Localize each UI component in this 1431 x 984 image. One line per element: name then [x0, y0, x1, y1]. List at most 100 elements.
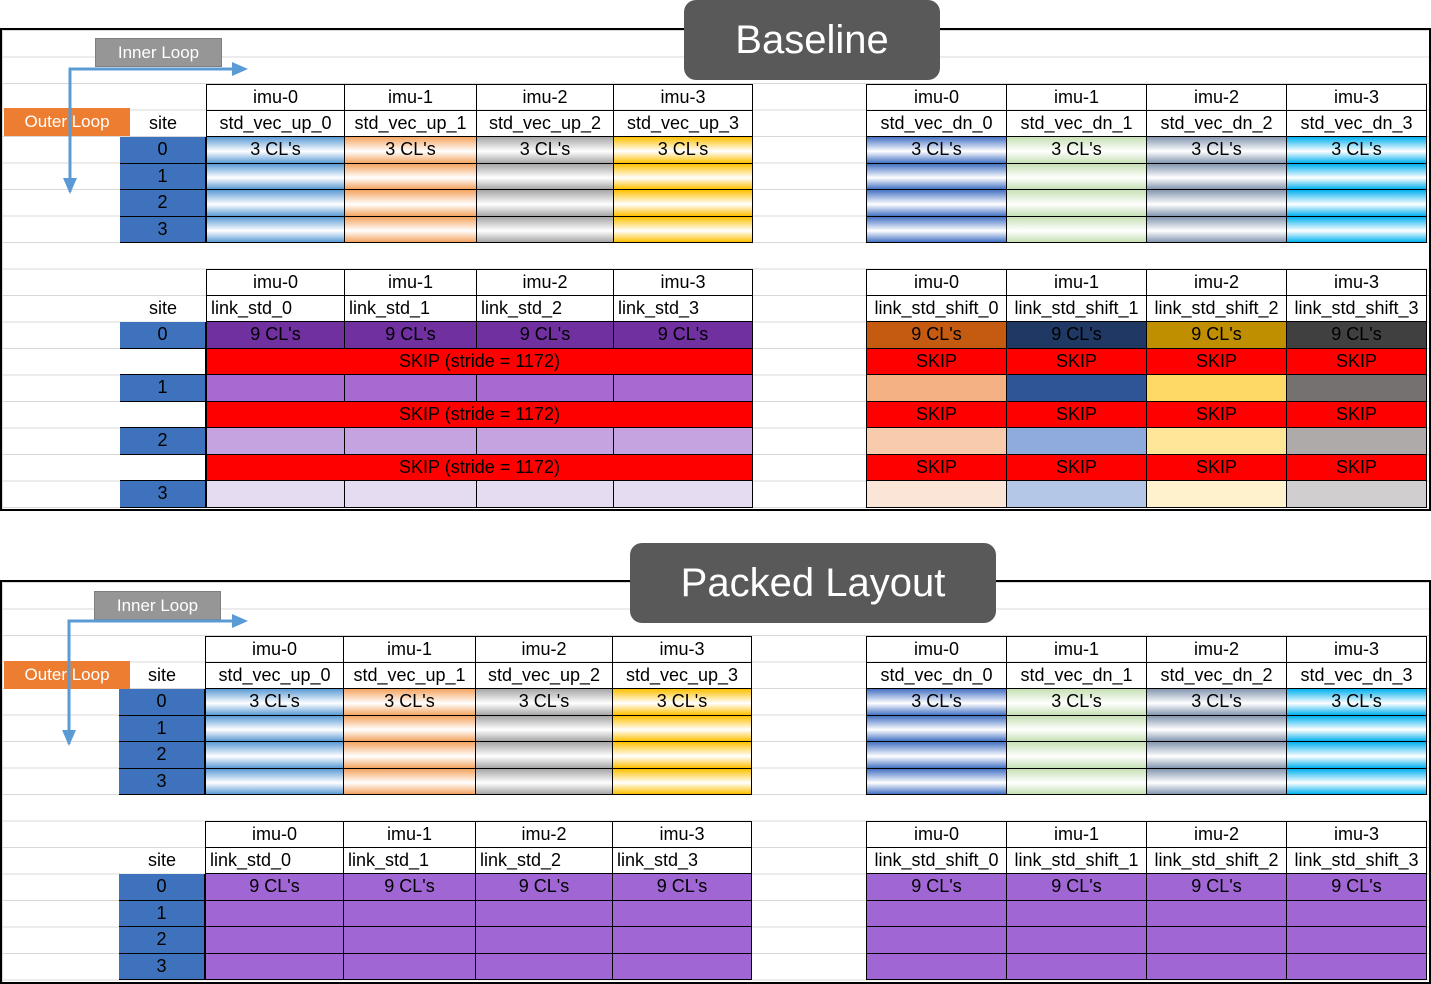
cl-cell: 3 CL's [1007, 689, 1147, 716]
site-number: 0 [120, 322, 206, 349]
vector-name: link_std_shift_1 [1007, 295, 1147, 322]
cl-cell [614, 428, 753, 455]
imu-header: imu-3 [613, 636, 752, 663]
cl-cell: 9 CL's [1007, 874, 1147, 901]
vector-name: link_std_1 [345, 295, 477, 322]
cl-cell [476, 768, 613, 795]
cl-cell: 9 CL's [1287, 874, 1427, 901]
skip-cell: SKIP [1007, 348, 1147, 375]
imu-header: imu-2 [477, 84, 614, 111]
cl-cell: 9 CL's [205, 874, 344, 901]
cl-cell [205, 742, 344, 769]
cl-cell [1147, 481, 1287, 508]
vector-name: link_std_shift_2 [1147, 295, 1287, 322]
cl-cell [866, 715, 1007, 742]
vector-name: std_vec_dn_2 [1147, 662, 1287, 689]
cl-cell [1007, 481, 1147, 508]
cl-cell [866, 953, 1007, 980]
cl-cell [1147, 190, 1287, 217]
vector-name: std_vec_dn_1 [1007, 110, 1147, 137]
cl-cell: 9 CL's [866, 322, 1007, 349]
cl-cell [613, 742, 752, 769]
cl-cell [1147, 927, 1287, 954]
cl-cell: 3 CL's [1147, 689, 1287, 716]
vector-name: std_vec_up_3 [613, 662, 752, 689]
packed-title: Packed Layout [630, 543, 996, 623]
cl-cell: 3 CL's [345, 137, 477, 164]
blank-cell [119, 636, 205, 663]
cl-cell [1007, 428, 1147, 455]
cl-cell [345, 190, 477, 217]
imu-header: imu-1 [1007, 821, 1147, 848]
imu-header: imu-2 [476, 821, 613, 848]
cl-cell [1007, 190, 1147, 217]
imu-header: imu-1 [1007, 269, 1147, 296]
skip-cell: SKIP [1007, 454, 1147, 481]
cl-cell: 9 CL's [613, 874, 752, 901]
cl-cell [866, 216, 1007, 243]
cl-cell [1287, 428, 1427, 455]
imu-header: imu-0 [866, 84, 1007, 111]
skip-cell: SKIP [1287, 401, 1427, 428]
cl-cell [866, 481, 1007, 508]
cl-cell [344, 742, 476, 769]
skip-cell: SKIP [866, 454, 1007, 481]
imu-header: imu-2 [1147, 84, 1287, 111]
imu-header: imu-3 [614, 269, 753, 296]
packed-link-shift-table: imu-0 imu-1 imu-2 imu-3 link_std_shift_0… [866, 821, 1427, 980]
imu-header: imu-3 [1287, 821, 1427, 848]
cl-cell [476, 900, 613, 927]
imu-header: imu-2 [1147, 636, 1287, 663]
cl-cell [613, 715, 752, 742]
baseline-dn-table: imu-0 imu-1 imu-2 imu-3 std_vec_dn_0 std… [866, 84, 1427, 243]
cl-cell [206, 428, 345, 455]
cl-cell [206, 190, 345, 217]
cl-cell: 3 CL's [866, 689, 1007, 716]
site-header: site [148, 113, 177, 134]
imu-header: imu-1 [344, 636, 476, 663]
imu-header: imu-1 [345, 84, 477, 111]
vector-name: link_std_2 [477, 295, 614, 322]
imu-header: imu-0 [206, 269, 345, 296]
cl-cell [476, 742, 613, 769]
cl-cell [1007, 953, 1147, 980]
cl-cell [344, 768, 476, 795]
cl-cell [477, 216, 614, 243]
site-number: 3 [120, 481, 206, 508]
cl-cell: 3 CL's [866, 137, 1007, 164]
cl-cell [477, 163, 614, 190]
vector-name: link_std_3 [614, 295, 753, 322]
imu-header: imu-1 [345, 269, 477, 296]
cl-cell [206, 375, 345, 402]
cl-cell: 9 CL's [1147, 874, 1287, 901]
cl-cell: 3 CL's [206, 137, 345, 164]
packed-up-table: imu-0 imu-1 imu-2 imu-3 site std_vec_up_… [119, 636, 752, 795]
cl-cell [1287, 481, 1427, 508]
imu-header: imu-3 [1287, 84, 1427, 111]
imu-header: imu-3 [1287, 636, 1427, 663]
cl-cell: 9 CL's [1287, 322, 1427, 349]
cl-cell: 3 CL's [476, 689, 613, 716]
skip-cell: SKIP [1287, 348, 1427, 375]
vector-name: std_vec_up_1 [345, 110, 477, 137]
skip-cell: SKIP [1007, 401, 1147, 428]
cl-cell [1007, 927, 1147, 954]
skip-cell: SKIP [866, 348, 1007, 375]
cl-cell [866, 768, 1007, 795]
cl-cell: 9 CL's [477, 322, 614, 349]
vector-name: link_std_shift_0 [866, 847, 1007, 874]
skip-bar: SKIP (stride = 1172) [206, 348, 753, 375]
vector-name: link_std_2 [476, 847, 613, 874]
cl-cell [206, 163, 345, 190]
cl-cell [476, 953, 613, 980]
vector-name: link_std_shift_3 [1287, 847, 1427, 874]
cl-cell: 3 CL's [344, 689, 476, 716]
site-header: site [147, 850, 176, 871]
cl-cell [1287, 927, 1427, 954]
skip-bar: SKIP (stride = 1172) [206, 401, 753, 428]
vector-name: std_vec_dn_1 [1007, 662, 1147, 689]
cl-cell [1007, 375, 1147, 402]
site-number: 2 [119, 742, 205, 769]
vector-name: std_vec_dn_0 [866, 110, 1007, 137]
cl-cell [1147, 163, 1287, 190]
